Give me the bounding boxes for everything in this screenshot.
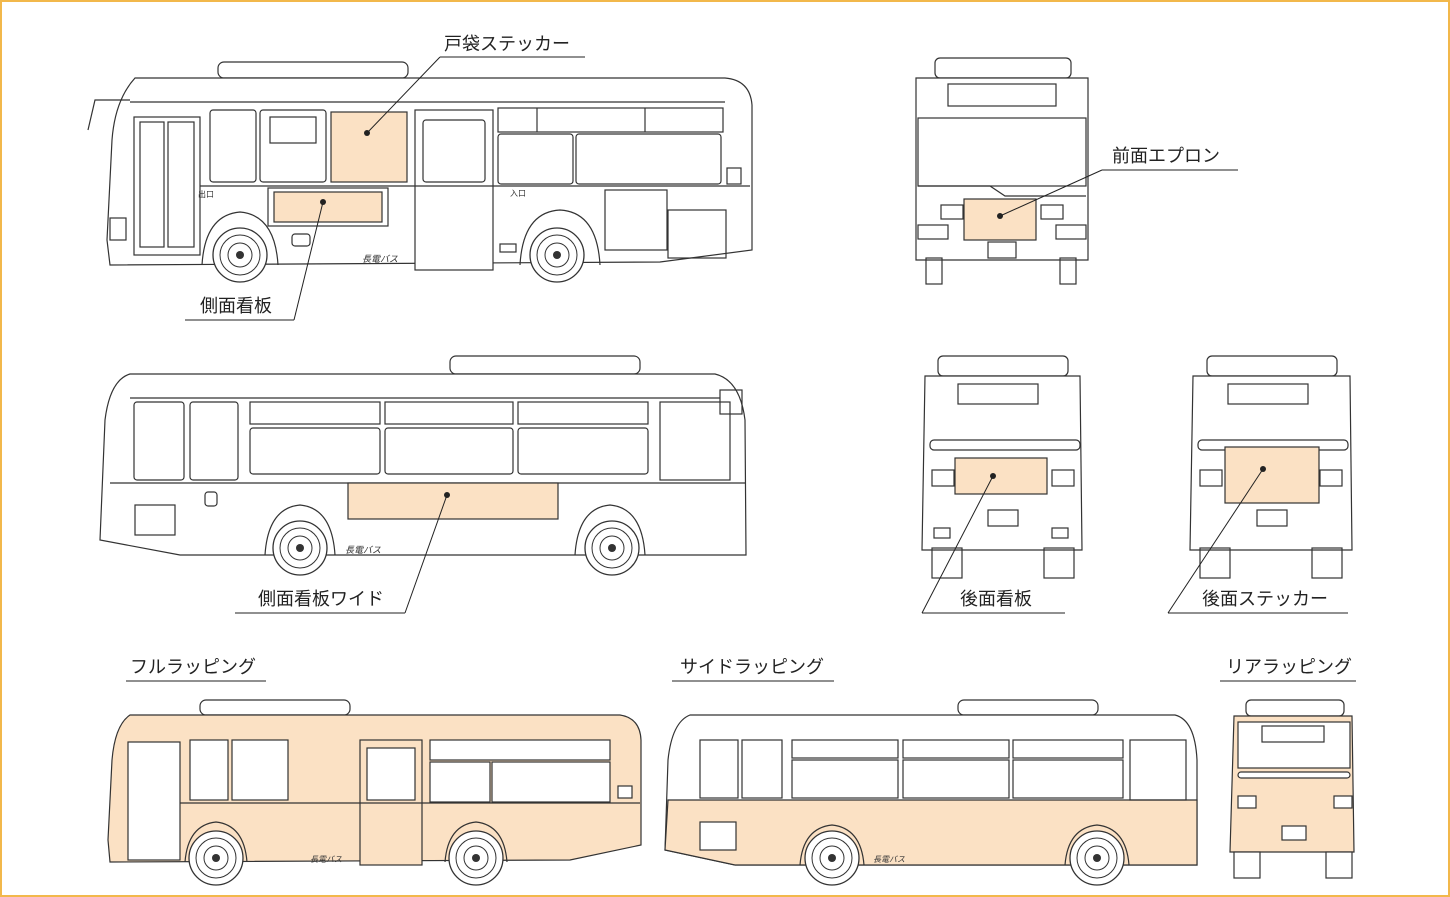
rear-signboard-area xyxy=(954,457,1048,495)
bus-rear-view-board xyxy=(921,355,1083,579)
entrance-mark: 入口 xyxy=(510,189,526,198)
label-side-signboard: 側面看板 xyxy=(200,296,272,317)
bus-side-right-view xyxy=(99,355,747,556)
front-apron-area xyxy=(963,198,1037,241)
side-signboard-wide-area xyxy=(347,482,559,520)
bus-front-view xyxy=(915,57,1089,285)
exit-mark: 出口 xyxy=(198,189,214,199)
label-side-wrapping: サイドラッピング xyxy=(680,657,824,678)
label-rear-wrapping: リアラッピング xyxy=(1226,657,1352,678)
label-side-signboard-wide: 側面看板ワイド xyxy=(258,589,384,610)
label-full-wrapping: フルラッピング xyxy=(130,657,256,678)
label-rear-signboard: 後面看板 xyxy=(960,589,1032,610)
rear-sticker-area xyxy=(1224,446,1320,504)
bus-rear-view-sticker xyxy=(1189,355,1353,579)
bus-full-wrap xyxy=(107,699,642,866)
bus-logo: 長電バス xyxy=(362,254,398,265)
bus-side-left-view xyxy=(87,61,753,271)
label-front-apron: 前面エプロン xyxy=(1112,146,1220,167)
side-signboard-area xyxy=(273,191,383,223)
bus-rear-wrap xyxy=(1229,699,1355,879)
bus-side-wrap xyxy=(664,699,1198,866)
door-sticker-area xyxy=(330,111,408,183)
bus-logo-3: 長電バス xyxy=(310,855,342,864)
label-door-sticker: 戸袋ステッカー xyxy=(444,34,570,55)
label-rear-sticker: 後面ステッカー xyxy=(1202,589,1328,610)
bus-logo-2: 長電バス xyxy=(345,545,381,556)
bus-logo-4: 長電バス xyxy=(873,855,905,864)
